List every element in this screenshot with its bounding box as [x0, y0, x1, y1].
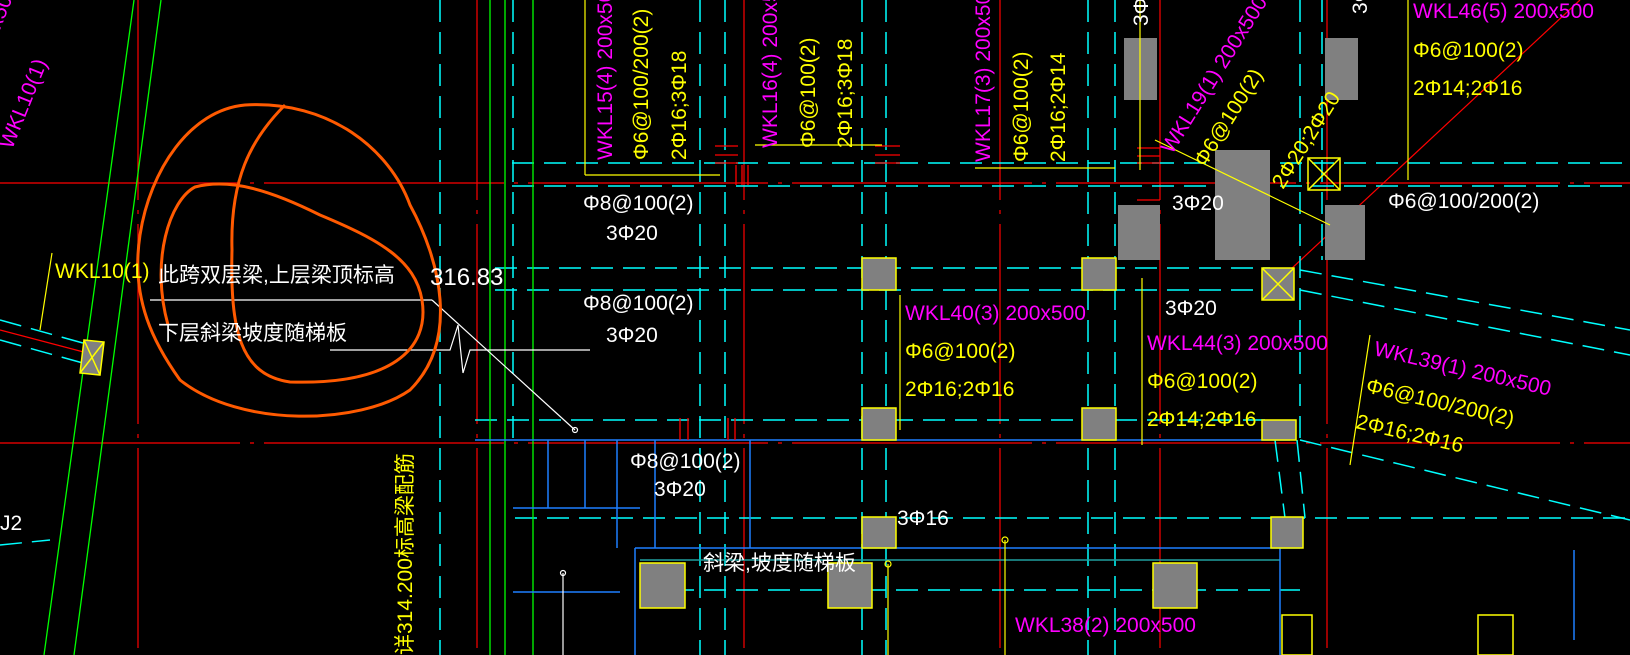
column [1325, 205, 1365, 260]
column [1325, 38, 1358, 100]
wkl46-bars: 2Φ14;2Φ16 [1413, 77, 1522, 100]
column [1215, 150, 1270, 260]
elevation-note: 详314.200标高梁配筋 [394, 453, 417, 655]
column [1152, 562, 1198, 609]
elevation-value: 316.83 [430, 264, 503, 291]
column [861, 257, 897, 291]
wkl38-label: WKL38(2) 200x500 [1015, 614, 1196, 637]
wkl46-stirrup: Φ6@100(2) [1413, 39, 1523, 62]
crossed-columns [79, 157, 1341, 376]
column [639, 562, 686, 609]
wkl15-bars: 2Φ16;3Φ18 [668, 51, 691, 160]
wkl19-bars: 2Φ20;2Φ20 [1268, 88, 1345, 193]
wkl16-stirrup: Φ6@100(2) [797, 38, 820, 148]
column [1081, 257, 1117, 291]
rebar-3phi16: 3Φ16 [897, 507, 949, 530]
wall-lines [43, 0, 534, 655]
column [1477, 614, 1514, 655]
wkl44-stirrup: Φ6@100(2) [1147, 370, 1257, 393]
note-line-2: 下层斜梁坡度随梯板 [158, 322, 347, 345]
slope-note: 斜梁,坡度随梯板 [703, 552, 856, 575]
column [861, 516, 897, 549]
wkl40-bars: 2Φ16;2Φ16 [905, 378, 1014, 401]
stirrup-c: Φ8@100(2) [630, 450, 740, 473]
wkl39-bars: 2Φ16;2Φ16 [1354, 410, 1466, 457]
leader-lines [39, 0, 1409, 655]
wkl10-label: WKL10(1) [55, 260, 150, 283]
column [827, 562, 873, 609]
bars-b: 3Φ20 [606, 324, 658, 347]
note-line-1: 此跨双层梁,上层梁顶标高 [158, 264, 395, 287]
column [861, 407, 897, 441]
wkl44-bars: 2Φ14;2Φ16 [1147, 408, 1256, 431]
columns [639, 38, 1514, 655]
left-j2-label: J2 [0, 512, 22, 535]
slab-lines [475, 439, 1575, 655]
wkl10-upper-label: WKL10(1) [0, 56, 52, 152]
markup-circles [136, 103, 442, 418]
top-rebar-a: 3Φ [1130, 0, 1153, 26]
markup-inner-circle [159, 103, 425, 384]
wkl44-label: WKL44(3) 200x500 [1147, 332, 1328, 355]
top-rebar-b: 3Φ [1349, 0, 1372, 14]
stirrup-b: Φ8@100(2) [583, 292, 693, 315]
bars-a: 3Φ20 [606, 222, 658, 245]
beam-annotations: WKL15(4) 200x500 Φ6@100/200(2) 2Φ16;3Φ18… [0, 0, 1594, 655]
wkl17-label: WKL17(3) 200x500 [972, 0, 995, 162]
rebar-3phi20: 3Φ20 [1165, 297, 1217, 320]
wkl46-label: WKL46(5) 200x500 [1413, 0, 1594, 23]
column [1270, 516, 1304, 549]
rebar-ticks [679, 145, 1160, 440]
wkl16-bars: 2Φ16;3Φ18 [834, 39, 857, 148]
column [1281, 614, 1313, 655]
rebar-note: 3Φ20 [1172, 192, 1224, 215]
wkl17-bars: 2Φ16;2Φ14 [1047, 52, 1070, 162]
column [1081, 407, 1117, 441]
column [1261, 419, 1297, 441]
wkl17-stirrup: Φ6@100(2) [1010, 52, 1033, 162]
bars-c: 3Φ20 [654, 478, 706, 501]
column [1118, 205, 1160, 260]
stirrup-a: Φ8@100(2) [583, 192, 693, 215]
wkl16-label: WKL16(4) 200x500 [759, 0, 782, 148]
wkl15-stirrup: Φ6@100/200(2) [630, 9, 653, 160]
wkl40-label: WKL40(3) 200x500 [905, 302, 1086, 325]
wkl-500-label: x500 [0, 0, 22, 32]
markup-outer-circle [136, 103, 442, 418]
wkl40-stirrup: Φ6@100(2) [905, 340, 1015, 363]
wkl15-label: WKL15(4) 200x500 [594, 0, 617, 160]
note-leaders [150, 299, 590, 655]
stirrup-note: Φ6@100/200(2) [1388, 190, 1539, 213]
